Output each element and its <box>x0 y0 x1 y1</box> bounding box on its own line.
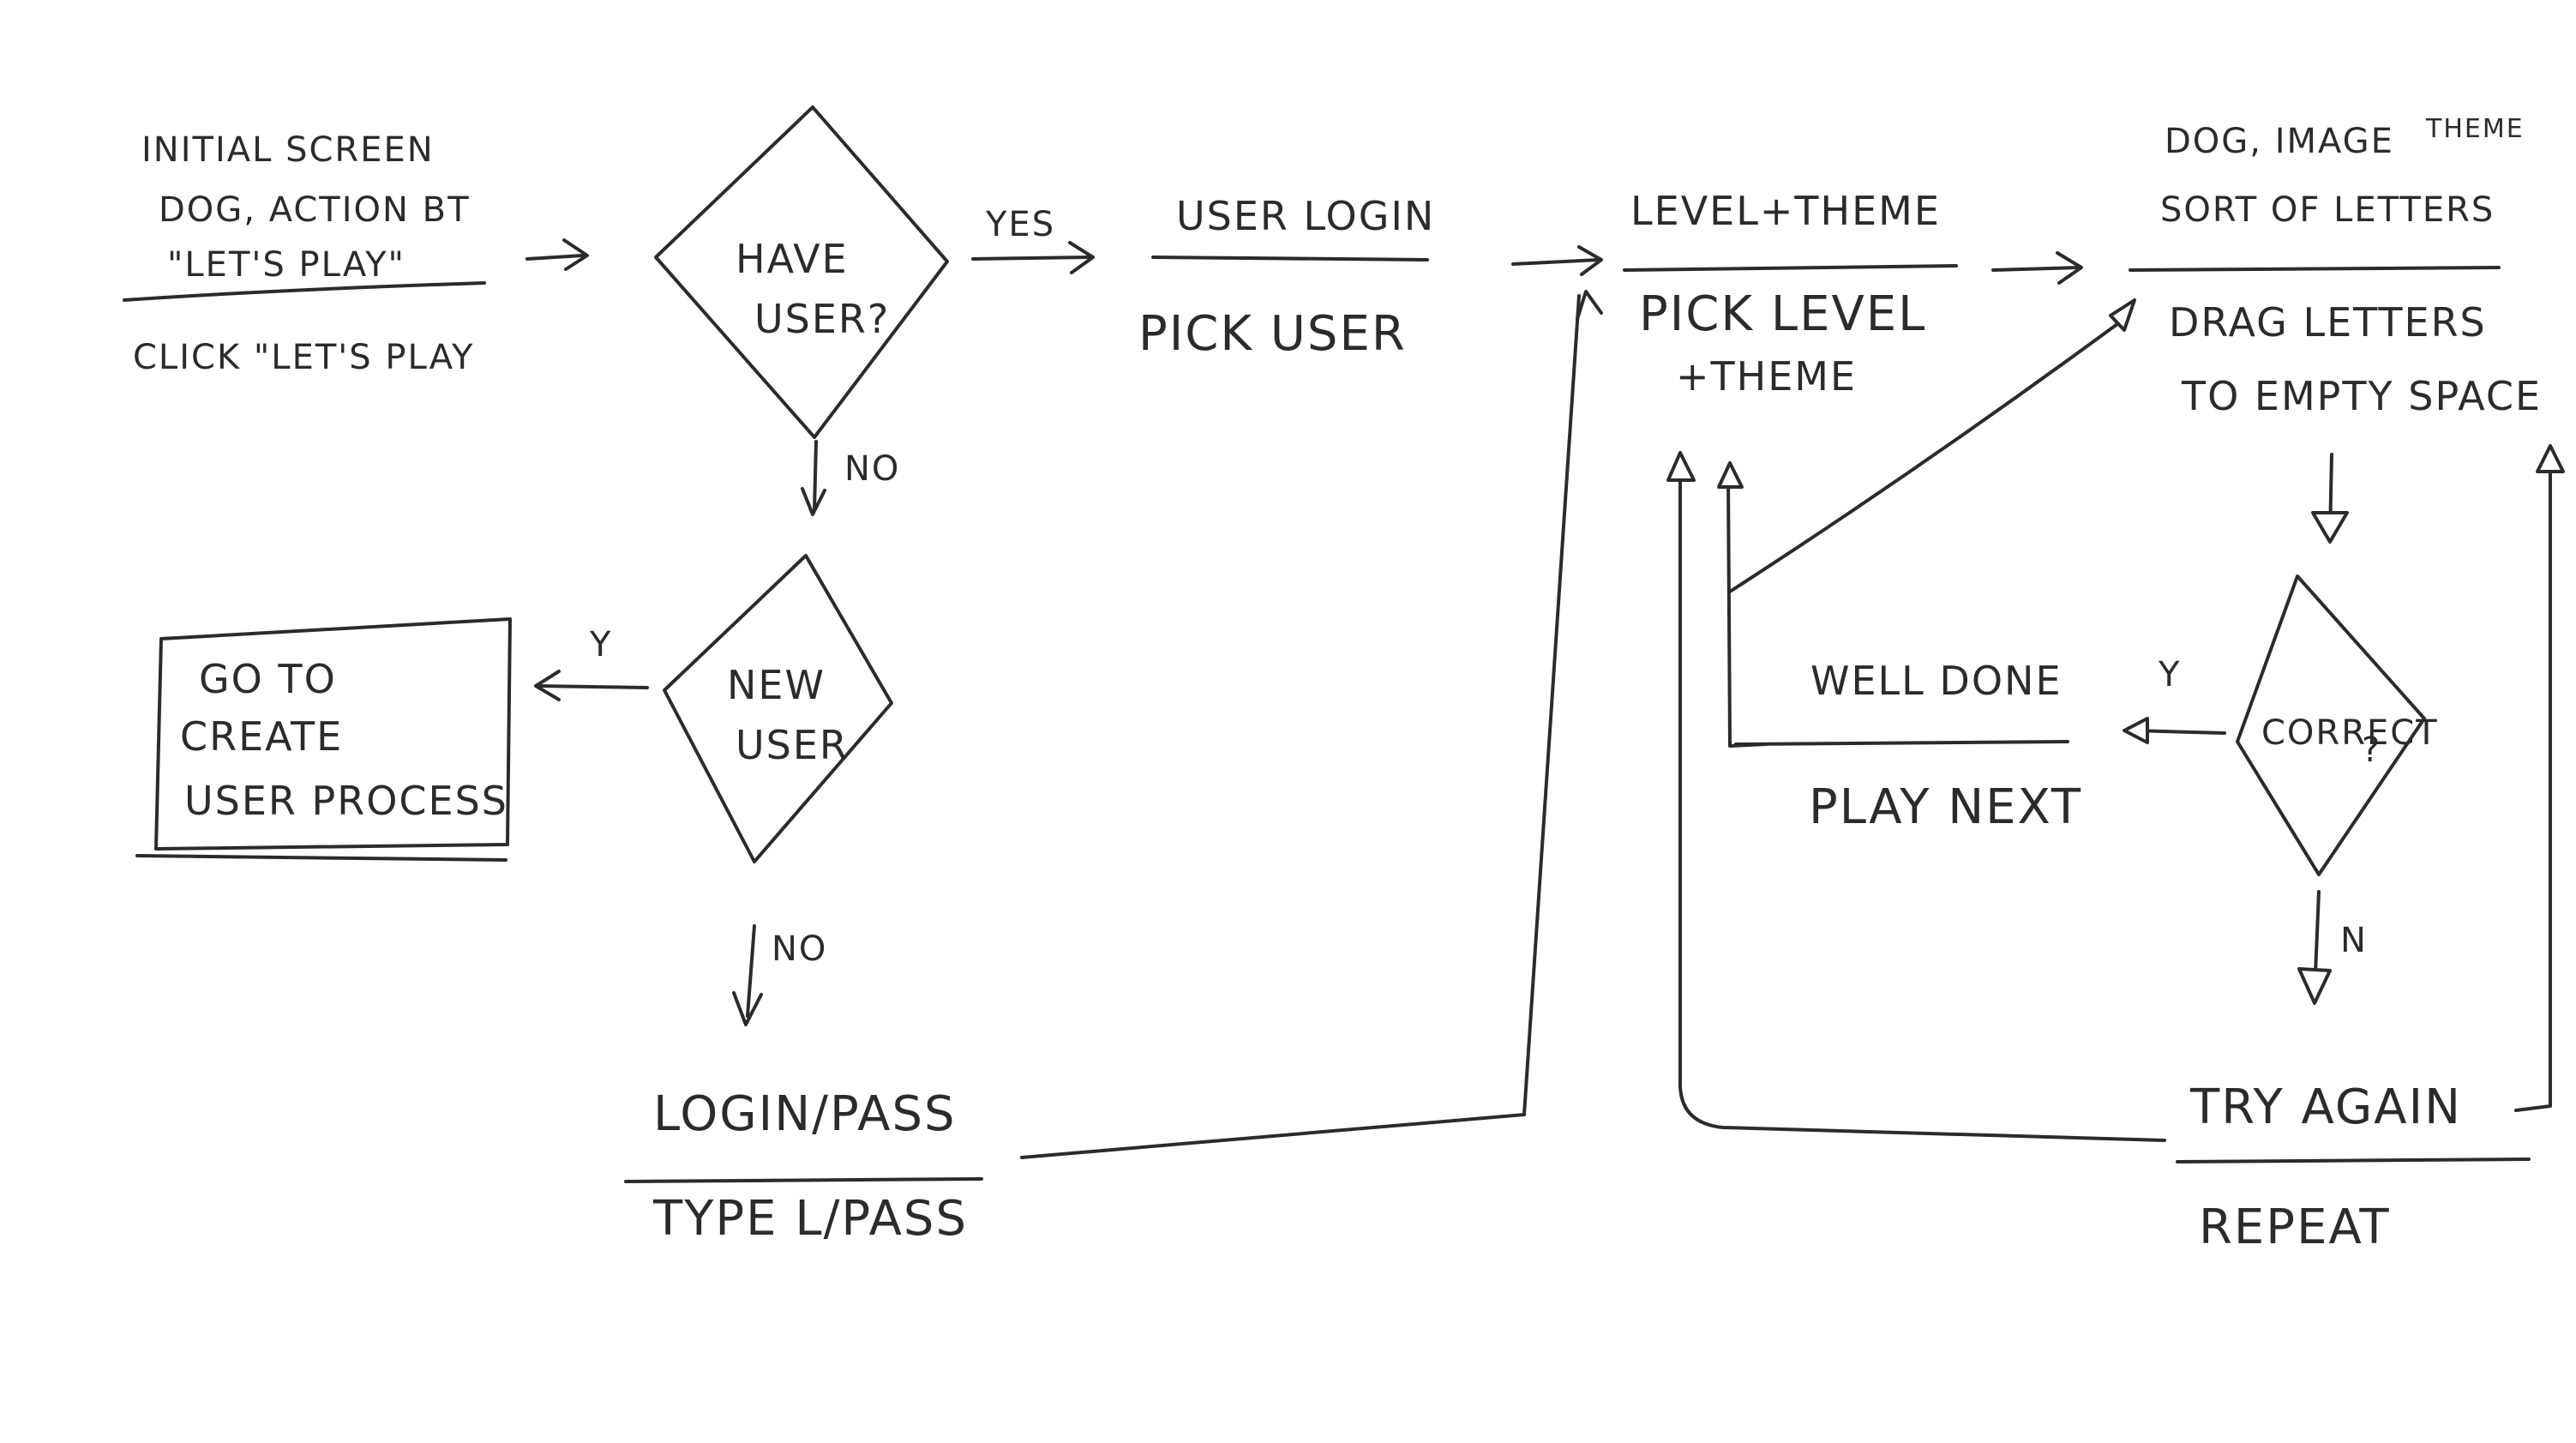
try-again-divider <box>2176 1157 2531 1163</box>
try-again-action: Repeat <box>2199 1199 2391 1255</box>
arrow-initial-to-have-user <box>525 238 589 271</box>
decision-have-user: Have User? <box>654 105 949 439</box>
have-user-label-line-2: User? <box>754 296 890 342</box>
arrow-have-user-no: No <box>801 440 900 516</box>
sort-letters-divider <box>2129 266 2501 272</box>
level-theme-title: Level+Theme <box>1630 188 1941 234</box>
connector-try-again-to-sort <box>2514 444 2565 1112</box>
have-user-diamond <box>654 105 949 439</box>
correct-label-line-1: Correct <box>2261 713 2439 753</box>
edge-label-correct-yes: Y <box>2158 655 2181 694</box>
edge-label-have-user-yes: Yes <box>985 205 1055 244</box>
level-theme-divider <box>1623 264 1958 272</box>
well-done-action: Play Next <box>1809 779 2082 835</box>
user-login-title: User Login <box>1176 193 1435 239</box>
arrow-have-user-yes: Yes <box>971 205 1095 274</box>
node-level-theme: Level+Theme Pick Level +Theme <box>1623 188 1958 400</box>
level-theme-action-line-1: Pick Level <box>1639 286 1926 342</box>
new-user-diamond <box>663 554 893 863</box>
node-create-user: Go to Create User Process <box>135 617 512 862</box>
well-done-title: Well Done <box>1810 658 2063 704</box>
sort-letters-title-line-2: Theme <box>2425 114 2525 144</box>
login-pass-action: Type L/Pass <box>652 1191 968 1247</box>
decision-correct: Correct ? <box>2236 574 2439 876</box>
new-user-label-line-1: New <box>727 662 826 708</box>
create-user-label-line-1: Go to <box>199 656 337 702</box>
user-login-divider <box>1151 256 1429 262</box>
arrow-sort-to-correct <box>2311 453 2349 544</box>
arrow-new-user-no: No <box>732 924 827 1026</box>
node-user-login: User Login Pick User <box>1138 193 1435 362</box>
user-login-action: Pick User <box>1138 306 1407 362</box>
connector-well-done-loop <box>1717 298 2136 748</box>
new-user-label-line-2: User <box>736 722 849 768</box>
edge-label-have-user-no: No <box>844 449 900 489</box>
edge-label-new-user-no: No <box>772 929 827 969</box>
create-user-box <box>154 617 512 851</box>
have-user-label-line-1: Have <box>736 236 849 282</box>
connector-login-pass-to-level <box>1020 290 1603 1159</box>
arrow-user-login-to-level <box>1511 245 1603 276</box>
node-initial-screen: Initial Screen Dog, Action BT "Let's Pla… <box>123 130 486 377</box>
initial-screen-title-line-3: "Let's Play" <box>167 245 405 285</box>
edge-label-correct-no: N <box>2340 921 2368 960</box>
edge-label-new-user-yes: Y <box>589 625 612 664</box>
node-try-again: Try Again Repeat <box>2176 1079 2531 1255</box>
decision-new-user: New User <box>663 554 893 863</box>
login-pass-divider <box>624 1177 983 1183</box>
correct-label-line-2: ? <box>2362 731 2381 770</box>
sort-letters-title-line-3: Sort of Letters <box>2160 190 2495 230</box>
node-login-pass: Login/Pass Type L/Pass <box>624 1086 983 1247</box>
arrow-new-user-yes: Y <box>534 625 649 701</box>
connector-try-again-to-level <box>1666 451 2166 1142</box>
initial-screen-divider <box>123 281 486 302</box>
initial-screen-title-line-1: Initial Screen <box>141 130 435 170</box>
arrow-level-to-sort <box>1991 251 2083 285</box>
arrow-correct-no: N <box>2297 890 2368 1005</box>
sort-letters-title-line-1: Dog, Image <box>2165 122 2394 161</box>
node-sort-letters: Dog, Image Theme Sort of Letters Drag Le… <box>2129 114 2542 419</box>
initial-screen-title-line-2: Dog, Action BT <box>159 190 471 230</box>
sort-letters-action-line-1: Drag Letters <box>2169 299 2487 346</box>
well-done-divider <box>1734 740 2069 746</box>
sort-letters-action-line-2: to Empty Space <box>2181 373 2542 419</box>
correct-diamond <box>2236 574 2426 876</box>
login-pass-title: Login/Pass <box>653 1086 957 1142</box>
arrow-correct-yes: Y <box>2123 655 2226 744</box>
create-user-label-line-3: User Process <box>184 778 508 824</box>
create-user-label-line-2: Create <box>180 713 343 760</box>
initial-screen-action: Click "Let's Play <box>133 338 474 377</box>
level-theme-action-line-2: +Theme <box>1676 353 1857 400</box>
try-again-title: Try Again <box>2189 1079 2462 1135</box>
node-well-done: Well Done Play Next <box>1734 658 2082 835</box>
